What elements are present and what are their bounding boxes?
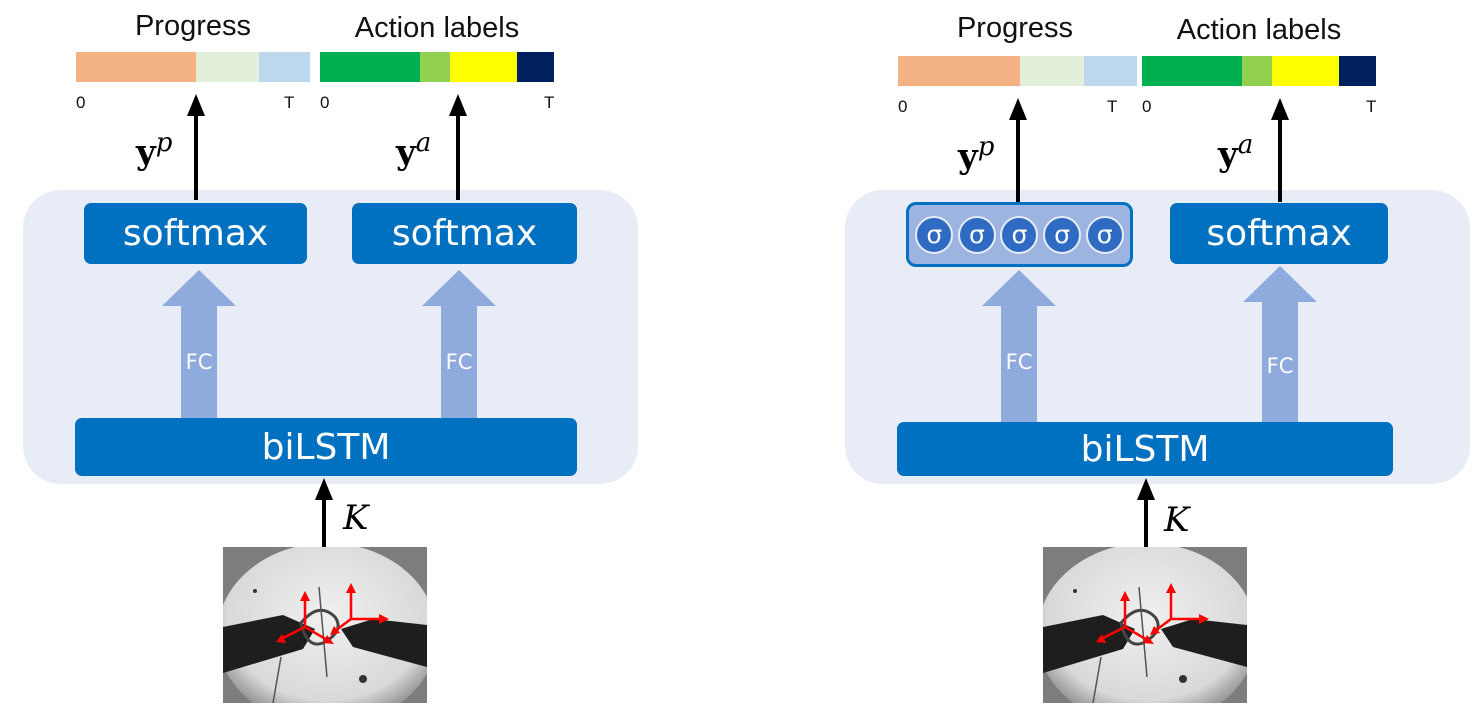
softmax-progress-block: softmax [84, 203, 307, 264]
input-image [1043, 547, 1247, 703]
input-image [223, 547, 427, 703]
action-segment [1142, 56, 1242, 86]
output-arrow-action [1271, 98, 1289, 202]
sigmoid-unit: σ [915, 215, 954, 254]
surgical-frame-icon [223, 547, 427, 703]
sigmoid-unit: σ [1000, 215, 1039, 254]
progress-segment [259, 52, 310, 82]
action-labels-title: Action labels [354, 12, 520, 44]
progress-title: Progress [134, 10, 252, 42]
fc-arrow-action [1243, 266, 1317, 422]
input-symbol-k: K [343, 498, 369, 538]
progress-tick-start: 0 [76, 93, 86, 112]
progress-tick-start: 0 [898, 97, 908, 116]
action-segment [1272, 56, 1339, 86]
right-model-diagram: Progress 0 T Action labels 0 T yp ya σ σ… [822, 0, 1474, 721]
input-symbol-k: K [1164, 500, 1190, 540]
progress-segment [1020, 56, 1084, 86]
input-arrow [1137, 478, 1155, 548]
fc-label-action: FC [1266, 354, 1294, 378]
action-tick-start: 0 [320, 93, 330, 112]
action-segment [320, 52, 420, 82]
action-segment [517, 52, 554, 82]
progress-tick-end: T [1107, 97, 1118, 116]
softmax-action-block: softmax [1170, 203, 1388, 264]
action-tick-start: 0 [1142, 97, 1152, 116]
yp-label: yp [958, 132, 995, 177]
progress-tick-end: T [284, 93, 295, 112]
sigmoid-unit: σ [1043, 215, 1082, 254]
action-segment [1339, 56, 1376, 86]
output-arrow-progress [187, 94, 205, 200]
surgical-frame-icon [1043, 547, 1247, 703]
yp-label: yp [136, 128, 173, 173]
action-labels-title: Action labels [1176, 14, 1342, 46]
fc-arrow-progress [982, 270, 1056, 422]
left-model-diagram: Progress 0 T Action labels 0 T yp ya sof… [23, 10, 638, 703]
progress-colorbar [76, 52, 310, 82]
softmax-action-block: softmax [352, 203, 577, 264]
progress-segment [1084, 56, 1137, 86]
output-arrow-action [449, 94, 467, 200]
progress-segment [898, 56, 1020, 86]
fc-label-progress: FC [1005, 350, 1033, 374]
progress-colorbar [898, 56, 1137, 86]
output-arrow-progress [1009, 98, 1027, 202]
action-tick-end: T [544, 93, 555, 112]
action-tick-end: T [1366, 97, 1377, 116]
ya-label: ya [396, 128, 432, 173]
bilstm-block: biLSTM [897, 422, 1393, 476]
progress-segment [76, 52, 196, 82]
ya-label: ya [1218, 130, 1254, 175]
fc-arrow-action [422, 270, 496, 420]
fc-label-progress: FC [185, 350, 213, 374]
progress-segment [196, 52, 259, 82]
action-segment [450, 52, 517, 82]
fc-label-action: FC [445, 350, 473, 374]
action-labels-colorbar [1142, 56, 1376, 86]
progress-title: Progress [956, 12, 1074, 44]
action-segment [420, 52, 450, 82]
fc-arrow-progress [162, 270, 236, 420]
sigmoid-units-block: σ σ σ σ σ [906, 202, 1133, 267]
action-segment [1242, 56, 1272, 86]
action-labels-colorbar [320, 52, 554, 82]
sigmoid-unit: σ [1085, 215, 1124, 254]
sigmoid-unit: σ [957, 215, 996, 254]
bilstm-block: biLSTM [75, 418, 577, 476]
input-arrow [315, 478, 333, 548]
